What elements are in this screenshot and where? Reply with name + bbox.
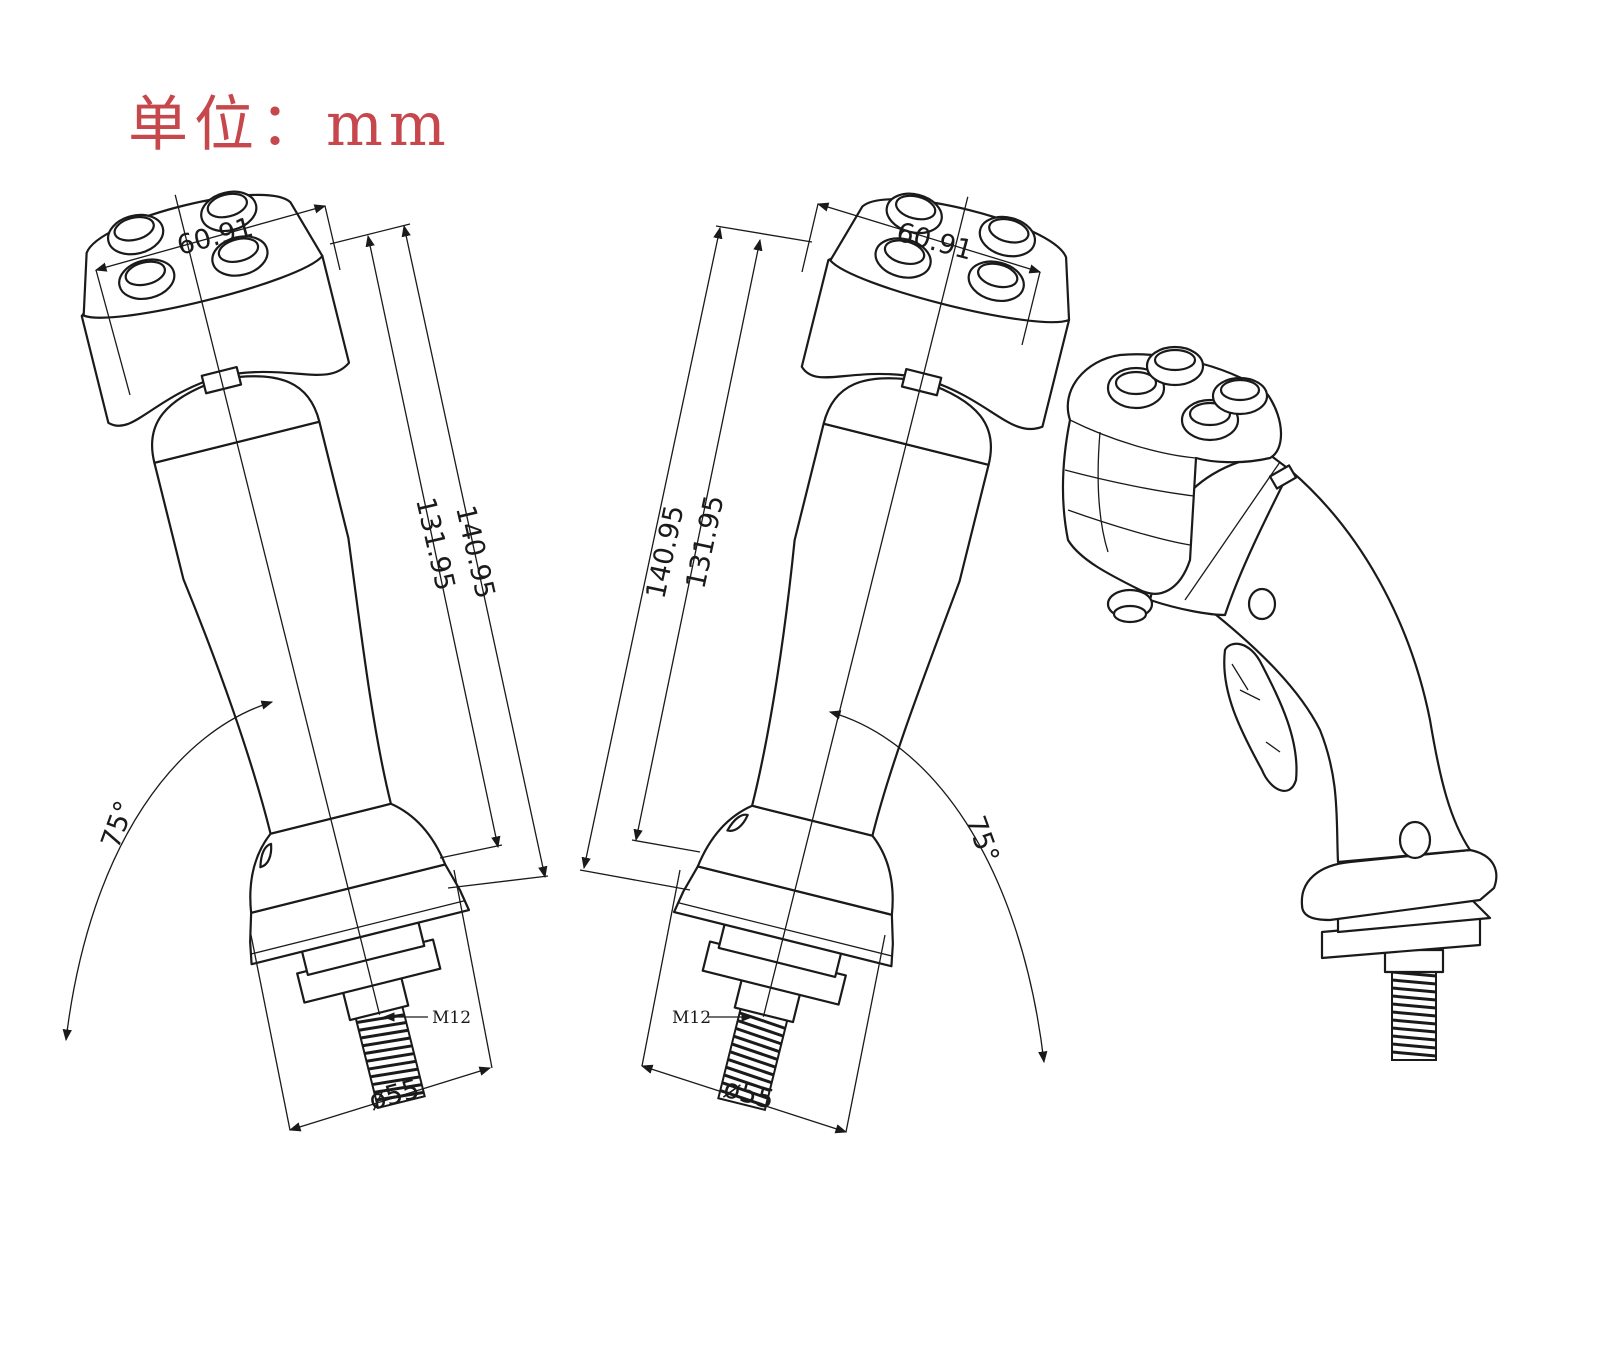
unit-label-separator: ： xyxy=(260,90,326,160)
center-overall-height-dim: 140.95 xyxy=(641,503,691,602)
left-view: 60.91 131.95 140.95 ø55 M12 75° xyxy=(57,162,549,1133)
unit-label-prefix: 单位 xyxy=(128,90,260,160)
center-view: 60.91 140.95 131.95 ø55 M12 75° xyxy=(579,166,1094,1137)
left-angle-dim: 75° xyxy=(95,797,140,853)
left-thread-label: M12 xyxy=(432,1008,471,1028)
unit-label-unit: mm xyxy=(326,90,452,160)
center-angle-dim: 75° xyxy=(959,812,1004,868)
right-view xyxy=(1061,345,1498,1061)
unit-label: 单位：mm xyxy=(128,76,452,163)
center-inner-height-dim: 131.95 xyxy=(681,493,731,592)
center-thread-label: M12 xyxy=(672,1008,711,1028)
